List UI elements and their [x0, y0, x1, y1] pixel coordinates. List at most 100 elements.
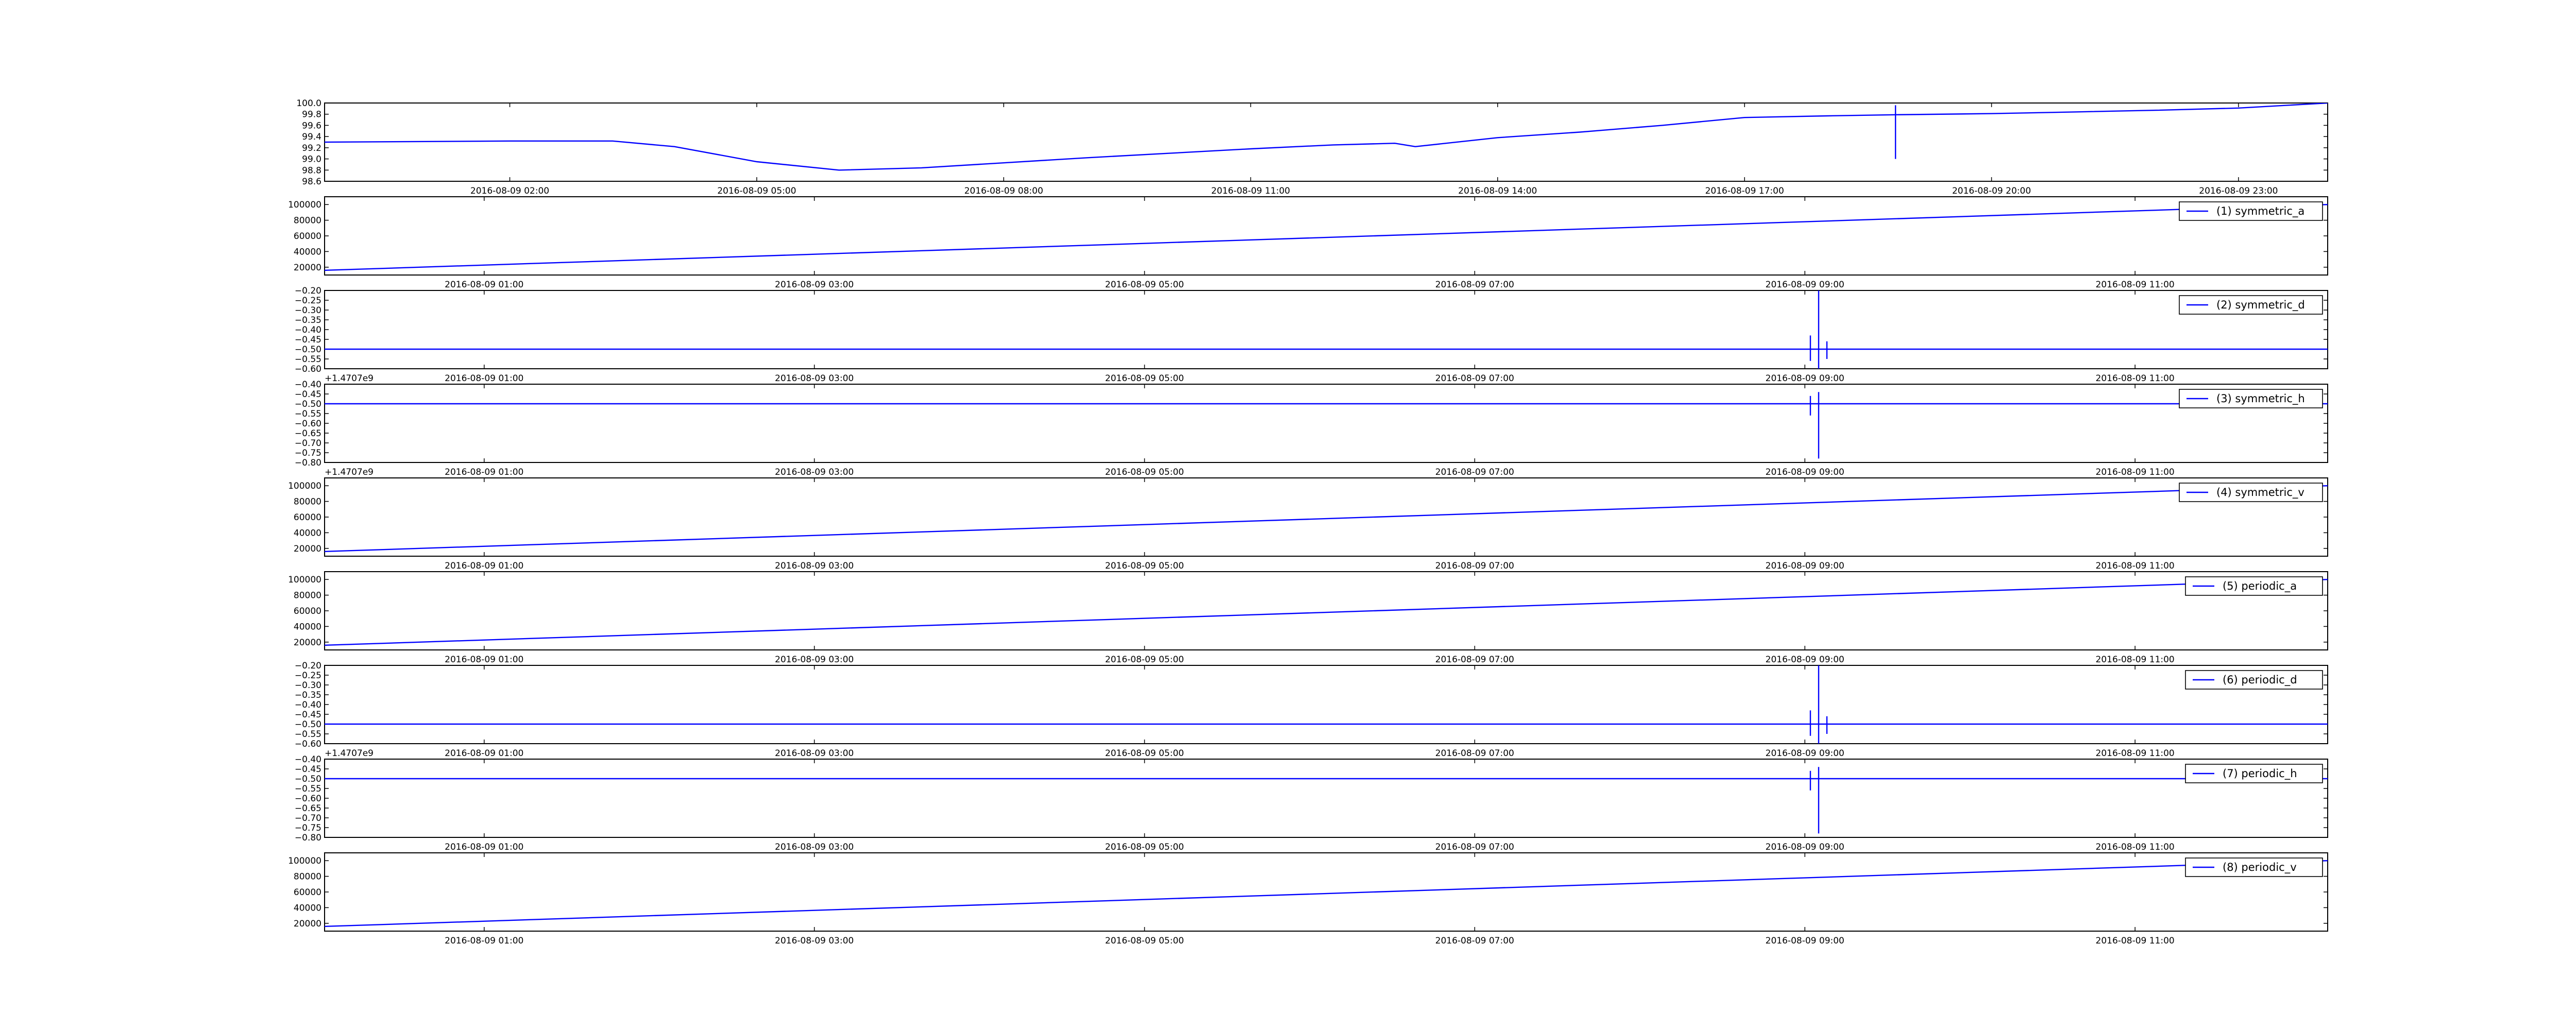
- axes-frame: [324, 571, 2328, 650]
- x-tick-label: 2016-08-09 05:00: [1105, 655, 1184, 665]
- y-tick-label: 99.0: [302, 154, 321, 165]
- x-tick-label: 2016-08-09 09:00: [1766, 655, 1844, 665]
- x-tick-label: 2016-08-09 03:00: [775, 280, 854, 290]
- y-tick-label: 20000: [294, 919, 321, 929]
- y-tick-label: 80000: [294, 591, 321, 601]
- y-tick-label: −0.65: [295, 428, 321, 439]
- x-tick-label: 2016-08-09 05:00: [1105, 280, 1184, 290]
- x-tick-label: 2016-08-09 09:00: [1766, 561, 1844, 571]
- series-line: [325, 103, 2328, 171]
- x-tick-label: 2016-08-09 08:00: [964, 186, 1043, 196]
- y-tick-label: −0.55: [295, 729, 321, 740]
- y-tick-label: −0.75: [295, 448, 321, 458]
- legend: (7) periodic_h: [2185, 764, 2323, 783]
- y-tick-label: −0.50: [295, 774, 321, 784]
- y-tick-label: 100000: [288, 481, 321, 491]
- x-tick-label: 2016-08-09 07:00: [1435, 373, 1514, 384]
- x-tick-label: 2016-08-09 11:00: [2096, 748, 2175, 759]
- subplot-1: 100.099.899.699.499.299.098.898.62016-08…: [296, 98, 2328, 196]
- y-tick-label: −0.60: [295, 739, 321, 749]
- legend-label: (1) symmetric_a: [2216, 205, 2304, 218]
- y-tick-label: −0.20: [295, 661, 321, 671]
- y-tick-label: 98.6: [302, 177, 321, 187]
- y-tick-label: 80000: [294, 872, 321, 882]
- legend-box: [2185, 764, 2323, 783]
- legend-label: (6) periodic_d: [2223, 674, 2297, 686]
- y-tick-label: −0.70: [295, 438, 321, 449]
- legend: (6) periodic_d: [2185, 670, 2323, 690]
- y-tick-label: −0.45: [295, 710, 321, 720]
- x-tick-label: 2016-08-09 01:00: [445, 748, 523, 759]
- axis-offset-label: +1.4707e9: [325, 748, 374, 759]
- axes-frame: [324, 759, 2328, 838]
- axes-frame: [324, 477, 2328, 557]
- series-line: [325, 485, 2328, 553]
- x-tick-label: 2016-08-09 17:00: [1705, 186, 1784, 196]
- y-tick-label: −0.60: [295, 794, 321, 804]
- legend-label: (8) periodic_v: [2223, 861, 2297, 874]
- legend-label: (5) periodic_a: [2223, 580, 2297, 593]
- legend: (8) periodic_v: [2185, 857, 2323, 877]
- x-tick-label: 2016-08-09 11:00: [2096, 936, 2175, 946]
- x-tick-label: 2016-08-09 02:00: [470, 186, 549, 196]
- legend-label: (2) symmetric_d: [2216, 299, 2305, 312]
- axes-frame: [324, 384, 2328, 463]
- y-tick-label: 100.0: [296, 98, 321, 109]
- x-tick-label: 2016-08-09 05:00: [1105, 467, 1184, 477]
- subplot-7: −0.20−0.25−0.30−0.35−0.40−0.45−0.50−0.55…: [295, 661, 2328, 759]
- x-tick-label: 2016-08-09 05:00: [1105, 561, 1184, 571]
- legend-label: (7) periodic_h: [2223, 767, 2297, 780]
- y-tick-label: 40000: [294, 622, 321, 632]
- y-tick-label: 99.2: [302, 143, 321, 153]
- x-tick-label: 2016-08-09 01:00: [445, 842, 523, 852]
- y-tick-label: −0.35: [295, 690, 321, 700]
- y-tick-label: 20000: [294, 544, 321, 554]
- x-tick-label: 2016-08-09 11:00: [2096, 467, 2175, 477]
- x-tick-label: 2016-08-09 07:00: [1435, 655, 1514, 665]
- x-tick-label: 2016-08-09 11:00: [1211, 186, 1290, 196]
- subplot-4: −0.40−0.45−0.50−0.55−0.60−0.65−0.70−0.75…: [295, 373, 2328, 477]
- axes-frame: [324, 852, 2328, 932]
- y-tick-label: −0.40: [295, 380, 321, 390]
- y-tick-label: −0.30: [295, 305, 321, 316]
- x-tick-label: 2016-08-09 07:00: [1435, 936, 1514, 946]
- x-tick-label: 2016-08-09 05:00: [1105, 842, 1184, 852]
- y-tick-label: 100000: [288, 200, 321, 210]
- y-tick-label: 60000: [294, 887, 321, 898]
- x-tick-label: 2016-08-09 05:00: [1105, 373, 1184, 384]
- x-tick-label: 2016-08-09 03:00: [775, 373, 854, 384]
- y-tick-label: −0.55: [295, 354, 321, 365]
- x-tick-label: 2016-08-09 14:00: [1458, 186, 1537, 196]
- legend: (3) symmetric_h: [2179, 389, 2323, 408]
- y-tick-label: −0.75: [295, 823, 321, 833]
- x-tick-label: 2016-08-09 11:00: [2096, 373, 2175, 384]
- y-tick-label: 60000: [294, 231, 321, 242]
- legend-label: (4) symmetric_v: [2216, 486, 2304, 499]
- x-tick-label: 2016-08-09 20:00: [1952, 186, 2031, 196]
- x-tick-label: 2016-08-09 03:00: [775, 936, 854, 946]
- y-tick-label: −0.65: [295, 803, 321, 814]
- legend: (1) symmetric_a: [2179, 201, 2323, 221]
- y-tick-label: 80000: [294, 216, 321, 226]
- x-tick-label: 2016-08-09 11:00: [2096, 655, 2175, 665]
- x-tick-label: 2016-08-09 07:00: [1435, 561, 1514, 571]
- y-tick-label: −0.55: [295, 409, 321, 419]
- legend-label: (3) symmetric_h: [2216, 392, 2305, 405]
- y-tick-label: −0.40: [295, 700, 321, 710]
- axis-offset-label: +1.4707e9: [325, 467, 374, 477]
- x-tick-label: 2016-08-09 09:00: [1766, 748, 1844, 759]
- y-tick-label: 100000: [288, 575, 321, 585]
- y-tick-label: −0.45: [295, 335, 321, 345]
- y-tick-label: 100000: [288, 856, 321, 866]
- legend: (2) symmetric_d: [2179, 295, 2323, 315]
- x-tick-label: 2016-08-09 11:00: [2096, 561, 2175, 571]
- y-tick-label: −0.25: [295, 671, 321, 681]
- y-tick-label: −0.50: [295, 345, 321, 355]
- y-tick-label: −0.45: [295, 764, 321, 775]
- y-tick-label: −0.80: [295, 458, 321, 468]
- axes-frame: [324, 665, 2328, 744]
